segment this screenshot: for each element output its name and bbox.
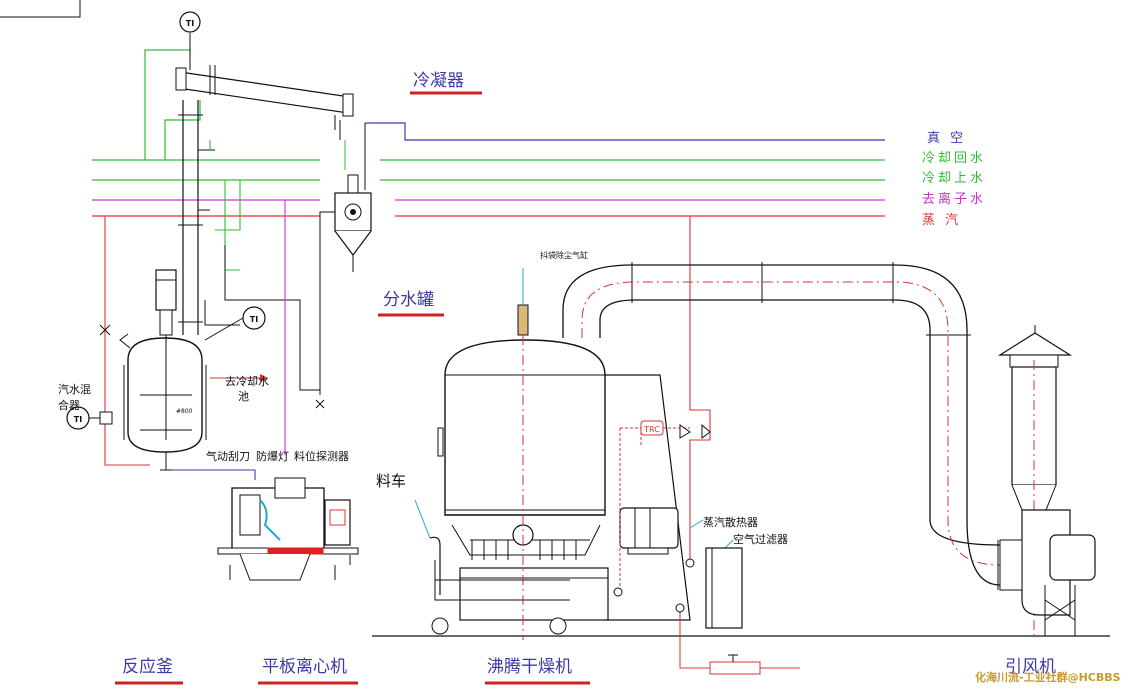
vapor-column [178, 100, 320, 391]
fluid-bed-dryer: 抖袋除尘气缸 料车 [372, 216, 1110, 675]
label-material-cart: 料车 [376, 472, 406, 490]
ti-label-2: TI [250, 315, 258, 324]
title-water-separator: 分水罐 [383, 290, 434, 310]
label-explosion-proof-lamp: 防爆灯 [256, 449, 289, 463]
title-fan: 引风机 [1005, 657, 1056, 677]
agitator-motor [155, 269, 177, 311]
reactor-spec: #800 [176, 408, 193, 415]
air-filter-box [705, 547, 743, 629]
legend-steam: 蒸 汽 [922, 213, 961, 228]
title-reactor: 反应釜 [122, 657, 173, 677]
label-bag-shaker: 抖袋除尘气缸 [540, 250, 588, 260]
condenser-head-right [342, 93, 354, 117]
legend-cooling-return: 冷却回水 [922, 151, 986, 166]
temperature-indicator-1 [179, 11, 201, 33]
condenser-head-left [175, 67, 187, 91]
dryer-body [444, 339, 606, 516]
label-pneumatic-scraper: 气动刮刀 [206, 449, 250, 463]
label-to-cooling-pool-1: 去冷却水 [225, 375, 269, 388]
title-dryer: 沸腾干燥机 [487, 657, 572, 677]
legend-vacuum: 真 空 [927, 131, 966, 146]
ti-label-1: TI [186, 19, 194, 28]
condenser-shell [177, 71, 351, 114]
label-to-cooling-pool-2: 池 [238, 390, 249, 403]
legend: 真 空 冷却回水 冷却上水 去离子水 蒸 汽 [922, 131, 986, 228]
exhaust-duct [562, 262, 1001, 590]
ti-label-3: TI [74, 415, 82, 424]
label-steam-radiator: 蒸汽散热器 [703, 515, 758, 529]
frame-corner [0, 0, 81, 18]
trc-label: TRC [643, 425, 660, 434]
vacuum-line [375, 122, 885, 141]
label-level-detector: 料位探测器 [294, 449, 349, 463]
condenser: TI [144, 11, 354, 170]
legend-deionized-water: 去离子水 [922, 191, 986, 207]
reactor: TI 汽水混 合器 #800 TI 去冷却水 池 [58, 216, 269, 480]
water-separator [315, 123, 372, 409]
label-water-mixer-1: 汽水混 [58, 382, 91, 396]
utility-lines [92, 122, 885, 217]
dryer-fan-motor [619, 507, 679, 549]
legend-cooling-supply: 冷却上水 [922, 171, 986, 186]
watermark: 化海川流-工业社群@HCBBS [975, 670, 1121, 684]
title-centrifuge: 平板离心机 [262, 657, 347, 677]
induced-draft-fan [997, 325, 1096, 640]
fan-motor [1049, 534, 1096, 581]
label-air-filter: 空气过滤器 [733, 532, 788, 546]
centrifuge: 气动刮刀 防爆灯 料位探测器 [206, 200, 359, 581]
label-water-mixer-2: 合器 [58, 398, 80, 412]
title-condenser: 冷凝器 [413, 71, 464, 91]
